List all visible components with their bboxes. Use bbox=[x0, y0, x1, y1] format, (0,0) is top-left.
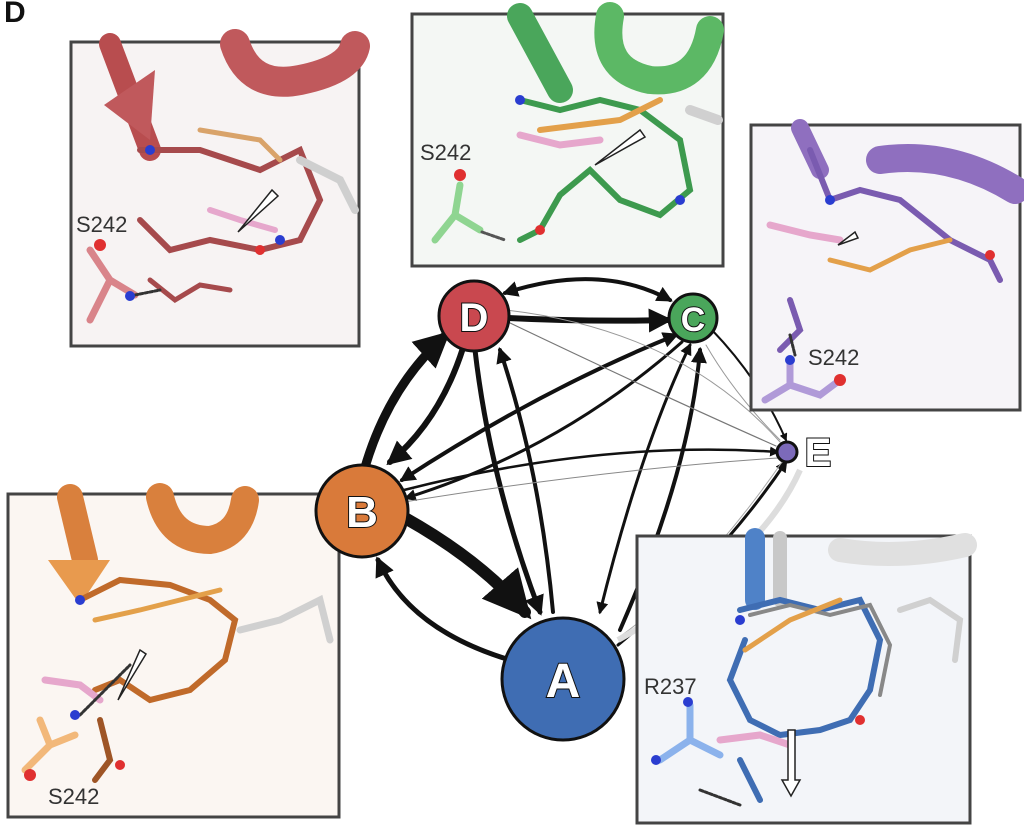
edge-b-a-thick bbox=[405, 518, 525, 612]
node-d-label: D bbox=[460, 296, 489, 340]
edge-d-e bbox=[508, 322, 776, 446]
inset-b-residue-label: S242 bbox=[48, 784, 99, 809]
node-d: D bbox=[439, 281, 509, 351]
inset-c-residue-label: S242 bbox=[420, 140, 471, 165]
inset-e-residue-label: S242 bbox=[808, 345, 859, 370]
node-b: B bbox=[316, 465, 408, 557]
edge-d-b bbox=[390, 348, 463, 462]
edge-b-e-1 bbox=[404, 450, 778, 490]
inset-state-c: S242 bbox=[412, 14, 723, 266]
inset-a-residue-label: R237 bbox=[644, 674, 697, 699]
node-a-label: A bbox=[546, 655, 581, 708]
edge-b-d-thick bbox=[362, 336, 445, 478]
node-a: A bbox=[502, 618, 624, 740]
node-c: C bbox=[669, 294, 717, 342]
edge-d-c-top bbox=[505, 279, 670, 300]
inset-state-a: R237 bbox=[637, 536, 970, 823]
node-e-label: E bbox=[805, 431, 832, 475]
edge-b-c-1 bbox=[402, 335, 676, 480]
inset-state-b: S242 bbox=[8, 494, 339, 817]
node-c-label: C bbox=[681, 301, 706, 339]
inset-state-e: S242 bbox=[751, 125, 1020, 410]
edge-d-c-middle bbox=[508, 318, 668, 321]
inset-d-residue-label: S242 bbox=[76, 212, 127, 237]
inset-state-d: S242 bbox=[71, 42, 359, 346]
node-b-label: B bbox=[346, 488, 378, 537]
